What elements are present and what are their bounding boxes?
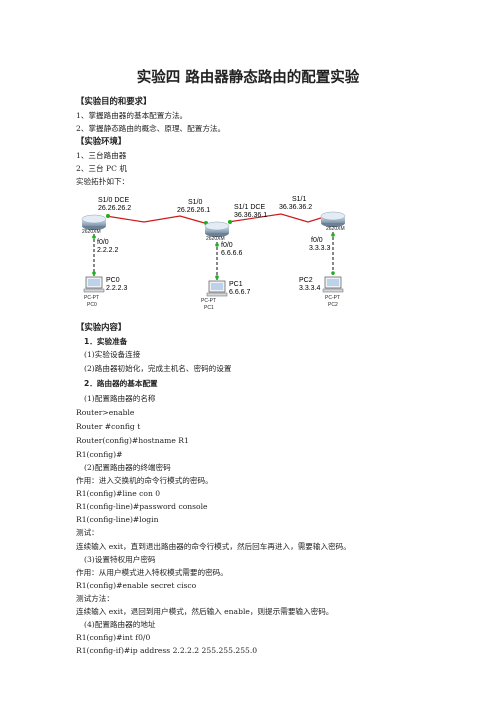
content-line: 作用：进入交换机的命令行模式的密码。	[76, 476, 213, 485]
content-line: (2)配置路由器的终端密码	[84, 463, 171, 472]
section-heading-environment: 【实验环境】	[76, 136, 127, 146]
pc2-label: PC2	[328, 302, 338, 308]
pc1-type: PC-PT	[201, 298, 216, 304]
page-title: 实验四 路由器静态路由的配置实验	[136, 70, 360, 86]
r1-serial-right-label: S1/1 DCE	[234, 204, 265, 211]
pc1-icon	[206, 280, 228, 297]
r2-serial-label: S1/1	[292, 196, 307, 203]
r1-fa-label: f0/0	[221, 242, 233, 249]
pc2-ip: 3.3.3.4	[299, 285, 321, 292]
router-r1-icon	[204, 221, 230, 237]
command-line: R1(config)#line con 0	[76, 489, 161, 498]
pc2-name: PC2	[299, 277, 313, 284]
r0-serial-label: S1/0 DCE	[98, 197, 129, 204]
command-line: R1(config)#enable secret cisco	[76, 581, 197, 590]
r1-serial-left-label: S1/0	[188, 199, 203, 206]
pc0-label: PC0	[87, 302, 97, 308]
content-line: 测试方法：	[76, 594, 114, 603]
environment-line-3: 实验拓扑如下：	[76, 177, 130, 186]
content-line: 测试：	[76, 528, 99, 537]
r0-fa-label: f0/0	[97, 239, 109, 246]
router-r0-icon	[81, 214, 107, 230]
content-line: (2)路由器初始化，完成主机名、密码的设置	[84, 364, 232, 373]
section-heading-objectives: 【实验目的和要求】	[76, 96, 152, 106]
content-line: (3)设置特权用户密码	[84, 555, 156, 564]
r0-serial-ip: 26.26.26.2	[98, 205, 131, 212]
pc0-icon	[83, 276, 105, 293]
pc2-icon	[322, 276, 344, 293]
serial-link-r0-r1	[105, 215, 209, 225]
pc0-name: PC0	[106, 277, 120, 284]
r1-serial-left-ip: 26.26.26.1	[177, 207, 210, 214]
r2-fa-ip: 3.3.3.3	[309, 245, 331, 252]
network-topology-diagram: S1/0 DCE 26.26.26.2 2620XM f0/0 2.2.2.2 …	[81, 196, 346, 311]
command-line: Router>enable	[76, 408, 135, 417]
pc0-type: PC-PT	[84, 295, 99, 301]
command-line: R1(config-line)#login	[76, 515, 159, 524]
content-line: (4)配置路由器的地址	[84, 620, 156, 629]
objective-line-2: 2、掌握静态路由的概念、原理、配置方法。	[76, 124, 226, 133]
environment-line-1: 1、三台路由器	[76, 151, 127, 160]
r0-model-label: 2620XM	[82, 229, 101, 235]
content-line: (1)实验设备连接	[84, 350, 141, 359]
objective-line-1: 1、掌握路由器的基本配置方法。	[76, 111, 188, 120]
pc1-label: PC1	[204, 305, 214, 311]
r2-model-label: 2620XM	[326, 226, 345, 232]
section-heading-content: 【实验内容】	[76, 322, 127, 332]
content-line: (1)配置路由器的名称	[84, 394, 156, 403]
subheading-basic-config: 2．路由器的基本配置	[84, 379, 158, 388]
subheading-preparation: 1．实验准备	[84, 337, 128, 346]
pc1-name: PC1	[229, 281, 243, 288]
pc2-type: PC-PT	[325, 295, 340, 301]
command-line: Router #config t	[76, 422, 141, 431]
r1-fa-ip: 6.6.6.6	[221, 250, 243, 257]
router-r2-icon	[320, 211, 346, 227]
content-line: 作用：从用户模式进入特权模式需要的密码。	[76, 568, 228, 577]
command-line: R1(config)#int f0/0	[76, 633, 151, 642]
r2-serial-ip: 36.36.36.2	[279, 204, 312, 211]
pc0-ip: 2.2.2.3	[106, 285, 128, 292]
environment-line-2: 2、三台 PC 机	[76, 164, 127, 173]
command-line: R1(config-line)#password console	[76, 502, 208, 511]
command-line: Router(config)#hostname R1	[76, 436, 189, 445]
r1-model-label: 2620XM	[206, 236, 225, 242]
command-line: R1(config-if)#ip address 2.2.2.2 255.255…	[76, 646, 258, 655]
r0-fa-ip: 2.2.2.2	[97, 247, 119, 254]
command-line: R1(config)#	[76, 450, 123, 459]
pc1-ip: 6.6.6.7	[229, 289, 251, 296]
r1-serial-right-ip: 36.36.36.1	[234, 212, 267, 219]
content-line: 连续输入 exit，直到退出路由器的命令行模式，然后回车再进入，需要输入密码。	[76, 542, 351, 551]
r2-fa-label: f0/0	[311, 237, 323, 244]
content-line: 连续输入 exit，退回到用户模式，然后输入 enable，则提示需要输入密码。	[76, 607, 334, 616]
